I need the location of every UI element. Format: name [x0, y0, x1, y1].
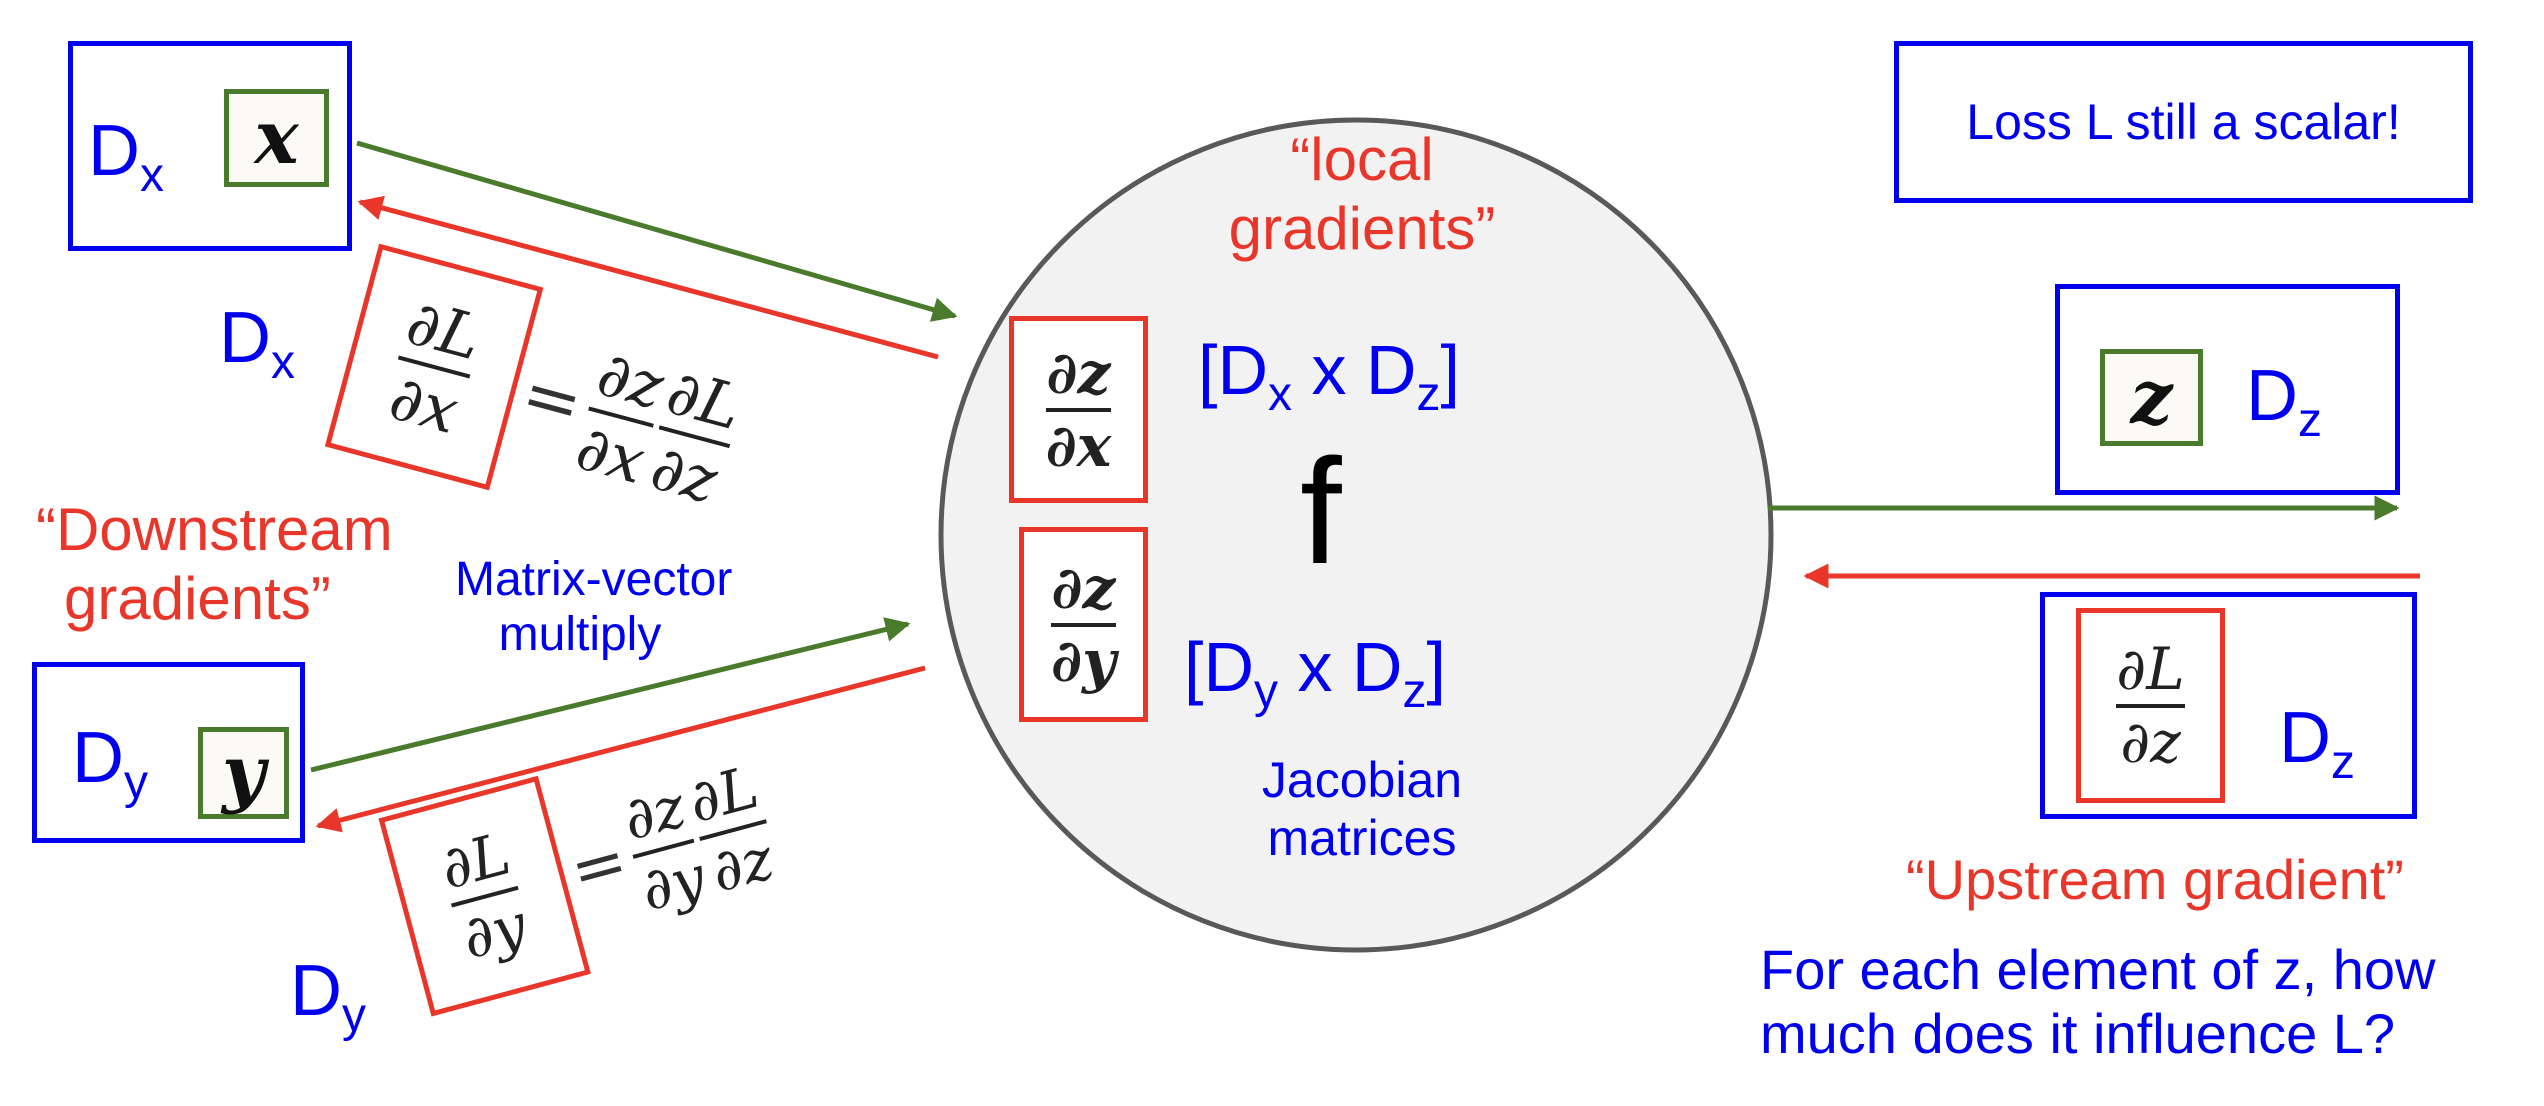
- dim-letter: D: [2279, 698, 2331, 778]
- function-label: f: [1300, 427, 1342, 595]
- den: ∂x: [568, 410, 653, 499]
- jacobian-x-shape: [Dx x Dz]: [1198, 335, 1460, 419]
- jacobian-x-box: ∂z∂x: [1009, 316, 1148, 503]
- dim-sub: y: [124, 756, 148, 809]
- den: ∂z: [2120, 707, 2181, 776]
- downstream-y-dim: Dy: [290, 955, 366, 1040]
- upstream-gradient-label: “Upstream gradient”: [1906, 848, 2404, 911]
- part: x D: [1292, 331, 1417, 409]
- den: ∂x: [382, 360, 466, 449]
- den: ∂x: [1045, 411, 1112, 480]
- frac-dl-dx: ∂L∂x: [380, 285, 489, 449]
- line: “Downstream: [36, 496, 393, 563]
- num: ∂L: [2116, 634, 2185, 703]
- dim-letter: D: [219, 298, 271, 378]
- matrix-vector-label: Matrix-vector multiply: [455, 552, 733, 662]
- input-x-var: x: [224, 89, 329, 187]
- line: much does it influence L?: [1760, 1002, 2396, 1066]
- num: ∂z: [589, 336, 672, 424]
- line: multiply: [498, 608, 662, 662]
- downstream-x-dim: Dx: [219, 302, 295, 387]
- backward-arrow-y: [315, 665, 926, 833]
- num: ∂z: [1046, 338, 1111, 407]
- frac-dl-dz: ∂L∂z: [2116, 634, 2185, 776]
- jacobian-y-shape: [Dy x Dz]: [1184, 632, 1446, 716]
- backward-arrow-x: [357, 195, 939, 360]
- part: ]: [1426, 628, 1446, 706]
- line: For each element of z, how: [1760, 938, 2436, 1001]
- part: [D: [1184, 628, 1254, 706]
- num: ∂z: [615, 771, 693, 854]
- dim-sub: y: [342, 989, 366, 1042]
- part: z: [1402, 665, 1427, 718]
- dim-sub: x: [140, 149, 164, 202]
- line: matrices: [1267, 809, 1457, 866]
- equals: =: [513, 351, 592, 446]
- line: Jacobian: [1261, 752, 1463, 808]
- local-gradients-label: “local gradients”: [1162, 125, 1562, 263]
- output-z-var: z: [2100, 349, 2203, 446]
- dim-letter: D: [72, 718, 124, 798]
- upstream-grad-dim: Dz: [2279, 702, 2355, 787]
- dim-sub: z: [2298, 394, 2322, 447]
- part: x: [1268, 368, 1292, 421]
- part: ]: [1440, 331, 1460, 409]
- input-y-box: [32, 662, 305, 843]
- loss-note-box: Loss L still a scalar!: [1894, 41, 2473, 203]
- input-x-dim: Dx: [88, 115, 164, 200]
- part: [D: [1198, 331, 1268, 409]
- part: x D: [1278, 628, 1403, 706]
- den: ∂z: [704, 823, 781, 906]
- line: gradients”: [1228, 195, 1496, 262]
- part: y: [1254, 665, 1278, 718]
- line: gradients”: [64, 565, 331, 632]
- downstream-gradients-label: “Downstream gradients”: [36, 495, 393, 633]
- upstream-grad-box: [2040, 592, 2417, 819]
- part: z: [1416, 368, 1441, 421]
- input-y-var: y: [198, 727, 289, 819]
- dim-letter: D: [88, 111, 140, 191]
- den: ∂z: [643, 430, 725, 518]
- dim-sub: x: [271, 336, 295, 389]
- upstream-question: For each element of z, how much does it …: [1760, 938, 2435, 1067]
- function-node-circle: [938, 117, 1774, 953]
- frac-dz-dy: ∂z∂y: [1051, 553, 1116, 695]
- upstream-grad-frac-box: ∂L∂z: [2076, 608, 2225, 803]
- num: ∂z: [1051, 553, 1116, 622]
- line: Matrix-vector: [455, 553, 733, 606]
- output-z-dim: Dz: [2246, 360, 2322, 445]
- input-x-box: [68, 41, 352, 251]
- output-z-box: [2055, 284, 2400, 495]
- dim-letter: D: [290, 951, 342, 1031]
- jacobian-y-box: ∂z∂y: [1019, 527, 1148, 722]
- frac-dl-dy: ∂L∂y: [433, 819, 535, 972]
- equals: =: [562, 821, 636, 910]
- frac-dz-dx: ∂z∂x: [1045, 338, 1112, 480]
- forward-arrow-x: [356, 140, 958, 322]
- den: ∂y: [1051, 626, 1116, 695]
- forward-arrow-y: [310, 617, 911, 773]
- input-y-dim: Dy: [72, 722, 148, 807]
- den: ∂y: [454, 889, 534, 972]
- den: ∂y: [633, 842, 713, 924]
- line: “local: [1290, 126, 1434, 193]
- loss-note-text: Loss L still a scalar!: [1966, 94, 2401, 150]
- dim-letter: D: [2246, 356, 2298, 436]
- jacobian-matrices-label: Jacobian matrices: [1162, 752, 1562, 867]
- dim-sub: z: [2331, 736, 2355, 789]
